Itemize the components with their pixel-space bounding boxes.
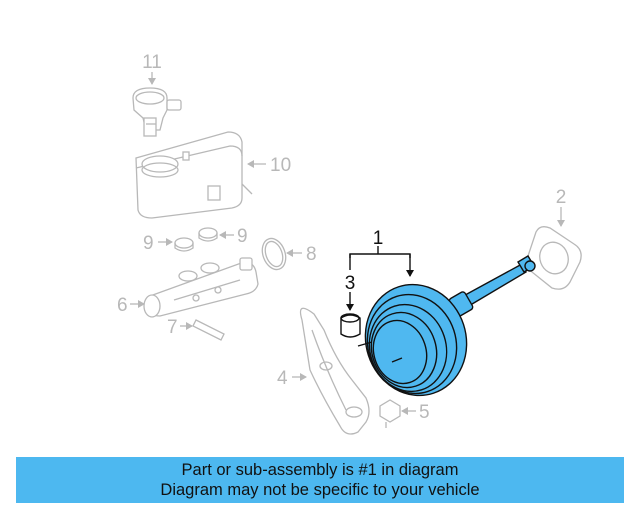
part-10-brake-fluid-reservoir[interactable]: [135, 131, 253, 219]
part-8-o-ring[interactable]: [258, 235, 290, 273]
part-11-reservoir-cap[interactable]: [132, 87, 182, 137]
part-7-pin[interactable]: [192, 319, 225, 341]
part-3-spacer[interactable]: [340, 313, 361, 338]
callout-4: 4: [277, 368, 288, 389]
callout-5: 5: [419, 402, 430, 423]
banner-line-1: Part or sub-assembly is #1 in diagram: [181, 461, 459, 479]
callout-1: 1: [373, 228, 384, 249]
part-6-master-cylinder[interactable]: [143, 257, 259, 318]
part-9-grommet-right[interactable]: [198, 227, 218, 242]
callout-8: 8: [306, 244, 317, 265]
banner-line-2: Diagram may not be specific to your vehi…: [160, 481, 480, 499]
callout-7: 7: [167, 317, 178, 338]
callout-11: 11: [142, 52, 162, 73]
callout-3: 3: [345, 273, 356, 294]
part-4-heat-shield[interactable]: [299, 307, 370, 435]
callout-2: 2: [556, 187, 567, 208]
part-9-grommet-left[interactable]: [174, 237, 194, 252]
part-2-gasket[interactable]: [526, 226, 582, 290]
callout-9-right: 9: [237, 226, 248, 247]
callout-6: 6: [117, 295, 128, 316]
parts-diagram: 11 10 9 9 8 6: [117, 52, 582, 435]
callout-10: 10: [270, 155, 291, 176]
part-1-brake-booster[interactable]: [351, 255, 536, 409]
callout-9-left: 9: [143, 233, 154, 254]
info-banner: Part or sub-assembly is #1 in diagram Di…: [16, 457, 624, 503]
part-5-nut[interactable]: [379, 399, 401, 428]
